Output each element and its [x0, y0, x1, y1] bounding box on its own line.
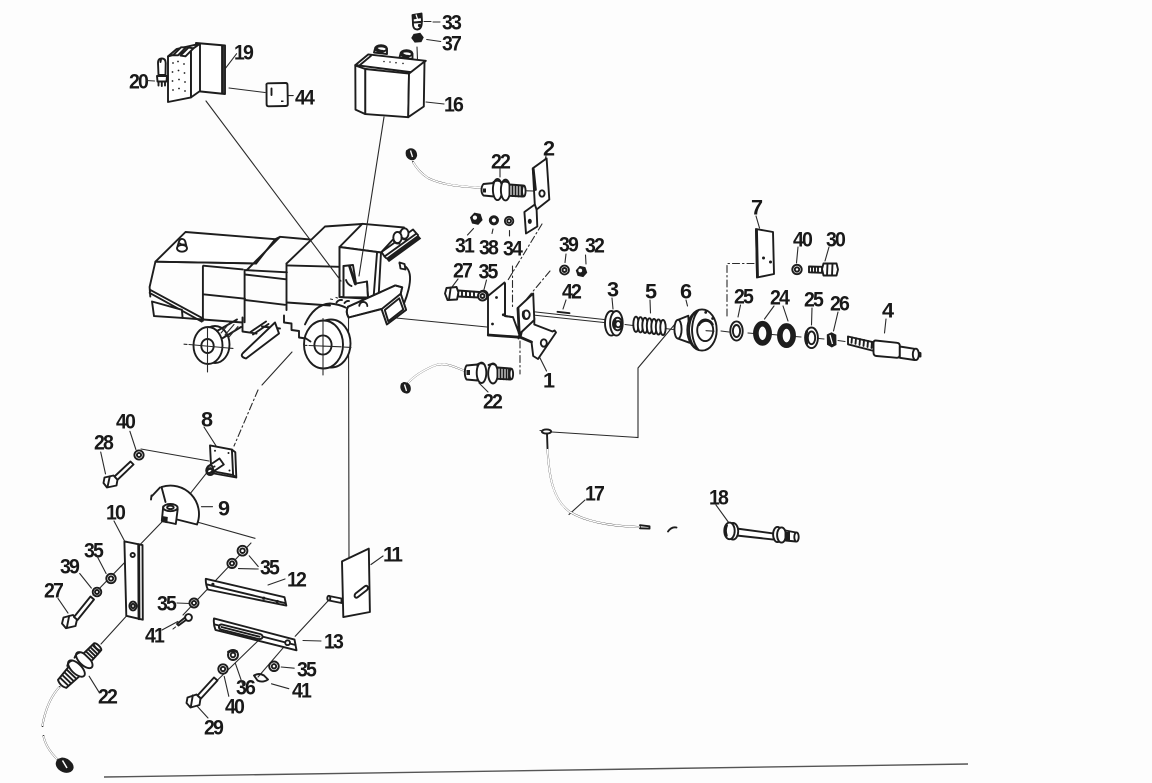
svg-text:32: 32: [585, 235, 604, 258]
svg-text:36: 36: [236, 677, 255, 700]
svg-text:25: 25: [734, 286, 754, 309]
svg-text:31: 31: [455, 235, 475, 258]
svg-text:10: 10: [106, 502, 125, 525]
svg-text:35: 35: [297, 659, 317, 682]
svg-text:9: 9: [218, 498, 229, 521]
svg-text:17: 17: [585, 483, 604, 506]
svg-text:30: 30: [826, 229, 845, 252]
svg-text:24: 24: [770, 287, 790, 310]
svg-text:41: 41: [292, 680, 312, 703]
svg-text:3: 3: [607, 279, 618, 302]
svg-text:18: 18: [709, 487, 729, 510]
svg-text:38: 38: [479, 237, 499, 260]
svg-text:41: 41: [145, 625, 165, 648]
svg-text:19: 19: [234, 42, 253, 65]
svg-text:39: 39: [559, 234, 578, 257]
svg-text:22: 22: [98, 686, 117, 709]
svg-text:7: 7: [751, 197, 762, 220]
svg-text:20: 20: [129, 71, 148, 94]
svg-text:37: 37: [442, 33, 461, 56]
svg-text:33: 33: [442, 12, 461, 35]
svg-text:27: 27: [44, 580, 63, 603]
svg-text:2: 2: [543, 138, 554, 161]
svg-text:35: 35: [260, 557, 280, 580]
svg-text:26: 26: [830, 293, 849, 316]
svg-text:22: 22: [483, 391, 502, 414]
svg-text:40: 40: [116, 411, 135, 434]
svg-text:35: 35: [157, 593, 177, 616]
svg-text:11: 11: [383, 544, 403, 567]
svg-text:44: 44: [295, 87, 315, 110]
svg-text:42: 42: [562, 281, 581, 304]
svg-text:35: 35: [479, 261, 499, 284]
svg-text:39: 39: [60, 556, 79, 579]
svg-text:22: 22: [491, 151, 510, 174]
svg-text:35: 35: [84, 540, 104, 563]
svg-text:16: 16: [444, 94, 463, 117]
svg-text:13: 13: [324, 631, 343, 654]
svg-text:40: 40: [225, 696, 244, 719]
svg-text:12: 12: [287, 569, 306, 592]
svg-text:29: 29: [204, 717, 223, 740]
svg-text:27: 27: [453, 260, 472, 283]
svg-text:28: 28: [94, 432, 114, 455]
svg-text:34: 34: [503, 238, 523, 261]
svg-text:25: 25: [804, 289, 824, 312]
svg-text:40: 40: [793, 229, 812, 252]
